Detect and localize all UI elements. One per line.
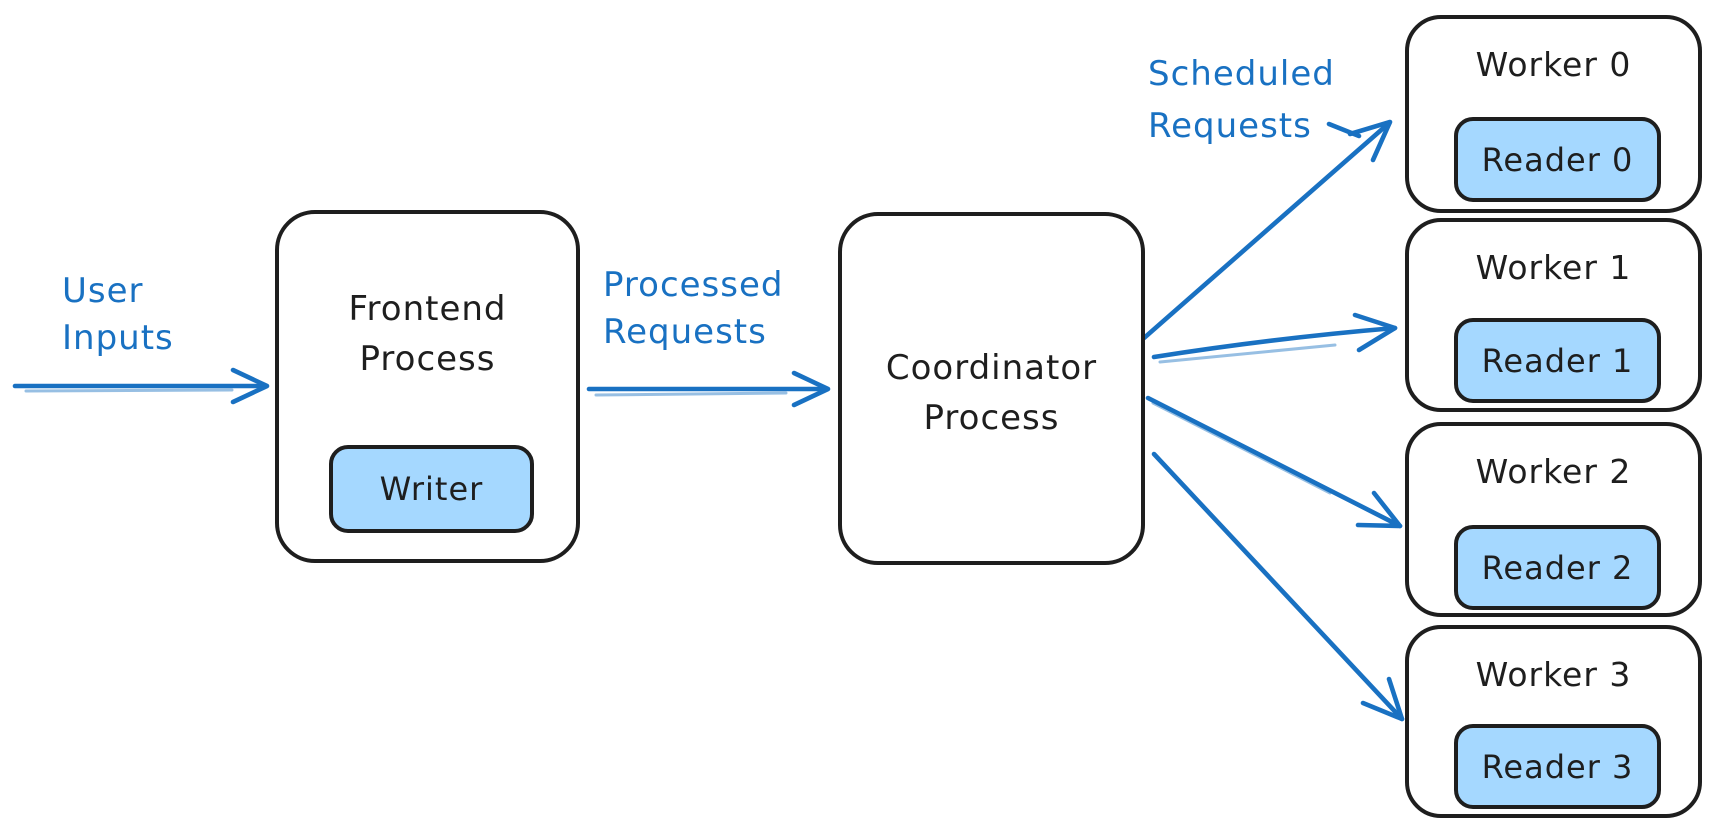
scheduled-label-connector bbox=[1326, 121, 1362, 139]
arrow-to-worker-3 bbox=[1151, 451, 1405, 722]
scheduled-requests-line2: Requests bbox=[1148, 106, 1312, 146]
coordinator-process-title: Coordinator Process bbox=[885, 348, 1098, 438]
user-inputs-label: User Inputs bbox=[62, 268, 174, 362]
reader-node-2: Reader 2 bbox=[1454, 525, 1661, 610]
reader-1-label: Reader 1 bbox=[1481, 341, 1634, 380]
scheduled-requests-line1: Scheduled bbox=[1148, 54, 1335, 94]
user-inputs-arrow bbox=[12, 367, 270, 405]
user-inputs-line1: User bbox=[62, 271, 144, 311]
reader-node-0: Reader 0 bbox=[1454, 117, 1661, 202]
reader-3-label: Reader 3 bbox=[1481, 747, 1634, 786]
reader-node-3: Reader 3 bbox=[1454, 724, 1661, 809]
processed-requests-arrow bbox=[586, 370, 831, 408]
arrow-to-worker-1 bbox=[1151, 312, 1398, 364]
worker-node-0: Worker 0 Reader 0 bbox=[1405, 15, 1702, 213]
reader-2-label: Reader 2 bbox=[1481, 548, 1634, 587]
worker-2-title: Worker 2 bbox=[1475, 452, 1632, 491]
processed-requests-line2: Requests bbox=[603, 312, 767, 352]
worker-3-title: Worker 3 bbox=[1475, 655, 1632, 694]
reader-node-1: Reader 1 bbox=[1454, 318, 1661, 403]
arrow-to-worker-0 bbox=[1141, 119, 1393, 341]
worker-0-title: Worker 0 bbox=[1475, 45, 1632, 84]
frontend-process-node: Frontend Process Writer bbox=[275, 210, 580, 563]
worker-node-3: Worker 3 Reader 3 bbox=[1405, 625, 1702, 818]
frontend-process-title: Frontend Process bbox=[348, 289, 507, 379]
coordinator-process-node: Coordinator Process bbox=[838, 212, 1145, 565]
processed-requests-line1: Processed bbox=[603, 265, 784, 305]
writer-label: Writer bbox=[379, 470, 484, 508]
scheduled-requests-label: Scheduled Requests bbox=[1148, 48, 1335, 152]
arrow-to-worker-2 bbox=[1145, 395, 1403, 529]
worker-node-2: Worker 2 Reader 2 bbox=[1405, 422, 1702, 617]
reader-0-label: Reader 0 bbox=[1481, 140, 1634, 179]
worker-1-title: Worker 1 bbox=[1475, 248, 1632, 287]
processed-requests-label: Processed Requests bbox=[603, 262, 783, 356]
user-inputs-line2: Inputs bbox=[62, 318, 174, 358]
writer-node: Writer bbox=[329, 445, 534, 533]
worker-node-1: Worker 1 Reader 1 bbox=[1405, 218, 1702, 412]
